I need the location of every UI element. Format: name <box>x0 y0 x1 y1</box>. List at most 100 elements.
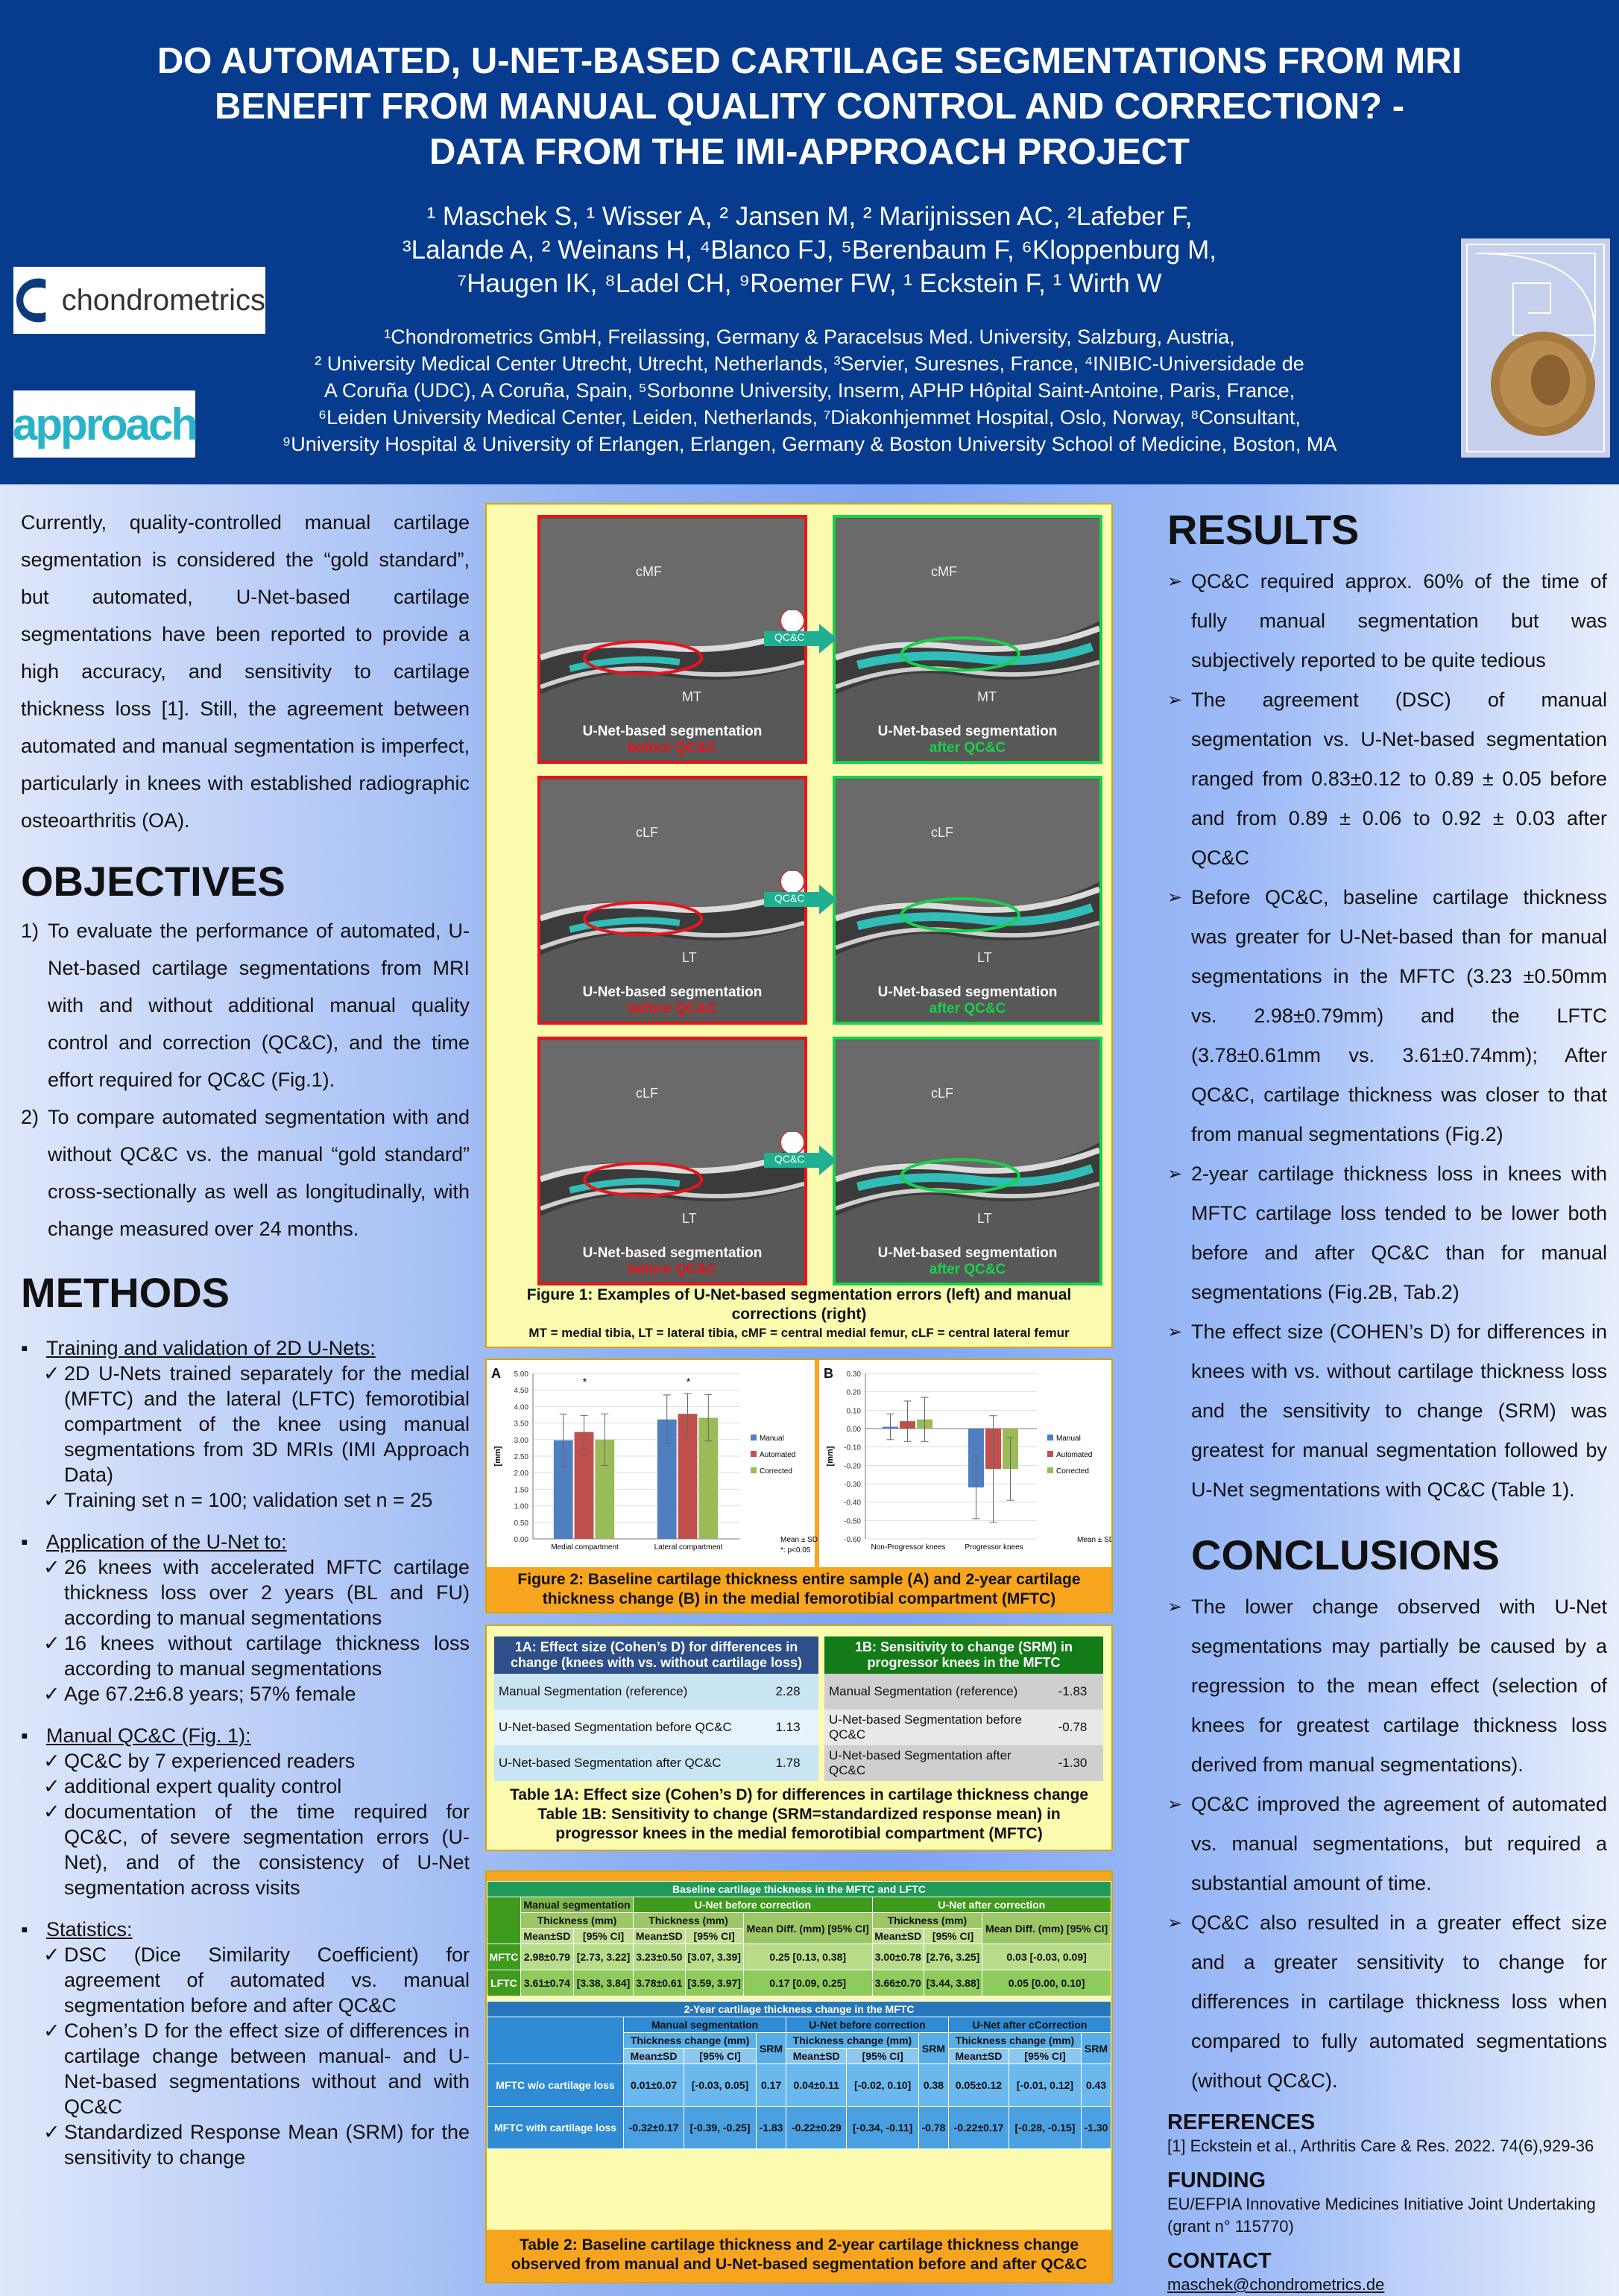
table-cell: Manual Segmentation (reference) <box>499 1684 688 1698</box>
table-row: Manual Segmentation (reference) -1.83 <box>824 1674 1103 1710</box>
left-column: Currently, quality-controlled manual car… <box>21 504 470 2170</box>
table-cell: 3.61±0.74 <box>520 1970 574 1996</box>
table-cell: -0.22±0.29 <box>785 2106 848 2149</box>
x-tick-label: Progressor knees <box>965 1543 1023 1552</box>
legend-label: Corrected <box>760 1467 792 1476</box>
qcc-arrow: QC&C <box>764 608 839 662</box>
table-cell: [-0.03, 0.05] <box>684 2063 757 2107</box>
table-cell: 0.01±0.07 <box>623 2063 685 2107</box>
legend-label: Manual <box>760 1435 784 1443</box>
table-1a: 1A: Effect size (Cohen’s D) for differen… <box>494 1636 818 1781</box>
table-1-caption: Table 1A: Effect size (Cohen’s D) for di… <box>509 1786 1089 1842</box>
panel-label: B <box>824 1366 833 1381</box>
y-tick-label: -0.40 <box>844 1499 861 1508</box>
y-tick-label: -0.20 <box>844 1462 861 1470</box>
figure-2-caption: Figure 2: Baseline cartilage thickness e… <box>487 1567 1111 1612</box>
y-tick-label: 5.00 <box>514 1370 529 1379</box>
table-cell: 0.05 [0.00, 0.10] <box>982 1970 1111 1996</box>
anatomy-label: LT <box>682 950 697 965</box>
methods-list: Training and validation of 2D U-Nets: 2D… <box>21 1335 470 2170</box>
table-cell: [-0.02, 0.10] <box>846 2063 919 2107</box>
table-cell: [3.38, 3.84] <box>572 1970 634 1996</box>
table-cell: U-Net-based Segmentation after QC&C <box>829 1748 1012 1777</box>
arrow-label: QC&C <box>774 1153 805 1165</box>
y-tick-label: 1.00 <box>514 1503 529 1511</box>
anatomy-label: cLF <box>931 825 954 840</box>
mri-image <box>836 1040 1099 1283</box>
x-tick-label: Lateral compartment <box>654 1543 723 1552</box>
contact-email[interactable]: maschek@chondrometrics.de <box>1167 2275 1385 2294</box>
legend-label: Corrected <box>1056 1467 1089 1476</box>
panel-caption: U-Net-based segmentation <box>877 1245 1058 1261</box>
list-item: documentation of the time required for Q… <box>21 1799 470 1900</box>
legend-swatch <box>751 1435 757 1440</box>
y-tick-label: 2.50 <box>514 1453 529 1461</box>
mri-image <box>540 518 804 761</box>
y-axis-label: [mm] <box>493 1446 502 1466</box>
table-row: U-Net-based Segmentation before QC&C-0.7… <box>824 1710 1103 1745</box>
list-item: QC&C improved the agreement of automated… <box>1167 1785 1607 1903</box>
panel-caption: U-Net-based segmentation <box>582 984 763 1000</box>
legend-swatch <box>751 1451 757 1457</box>
table-cell: 1.78 <box>775 1756 801 1770</box>
table-cell: Manual Segmentation (reference) <box>829 1684 1018 1698</box>
mri-image <box>540 1040 804 1283</box>
table-row: U-Net-based Segmentation after QC&C-1.30 <box>824 1745 1103 1781</box>
figure-1-caption: Figure 1: Examples of U-Net-based segmen… <box>526 1286 1072 1323</box>
anatomy-label: LT <box>682 1211 697 1226</box>
chondrometrics-logo: chondrometrics <box>13 267 265 334</box>
table-2-change: 2-Year cartilage thickness change in the… <box>487 2001 1111 2149</box>
anatomy-label: LT <box>977 1211 992 1226</box>
objectives-heading: OBJECTIVES <box>21 858 285 905</box>
legend-label: Automated <box>760 1451 795 1459</box>
x-tick-label: Medial compartment <box>551 1543 619 1552</box>
table-cell: 0.43 <box>1080 2063 1111 2107</box>
table-2: Baseline cartilage thickness in the MFTC… <box>485 1870 1113 2283</box>
figure-2-charts: A0.000.501.001.502.002.503.003.504.004.5… <box>491 1360 1114 1567</box>
list-item: QC&C by 7 experienced readers <box>21 1748 470 1774</box>
anatomy-label: MT <box>977 689 997 704</box>
list-item: Training set n = 100; validation set n =… <box>21 1487 470 1513</box>
panel-status: before QC&C <box>628 1262 717 1277</box>
table-cell: -0.78 <box>918 2106 949 2149</box>
contact-heading: CONTACT <box>1167 2249 1272 2273</box>
qcc-arrow: QC&C <box>764 869 839 923</box>
legend-swatch <box>751 1467 757 1473</box>
y-tick-label: 3.50 <box>514 1420 529 1429</box>
table-cell: [2.73, 3.22] <box>572 1944 634 1970</box>
methods-section: Training and validation of 2D U-Nets: <box>21 1335 470 1361</box>
table-cell: [-0.39, -0.25] <box>684 2106 757 2149</box>
table-cell: [2.76, 3.25] <box>923 1944 983 1970</box>
list-item: Standardized Response Mean (SRM) for the… <box>21 2119 470 2170</box>
panel-status: after QC&C <box>929 1262 1006 1277</box>
table-cell: 1.13 <box>775 1720 801 1734</box>
table-cell: 0.38 <box>918 2063 949 2107</box>
anatomy-label: cMF <box>931 564 957 579</box>
chondrometrics-logo-icon <box>16 278 46 323</box>
mri-image <box>540 779 804 1022</box>
y-tick-label: 0.30 <box>847 1370 862 1379</box>
table-2-baseline: Baseline cartilage thickness in the MFTC… <box>487 1881 1111 1996</box>
affiliations: ¹Chondrometrics GmbH, Freilassing, Germa… <box>282 326 1337 455</box>
mri-image <box>836 779 1099 1022</box>
conclusions-heading: CONCLUSIONS <box>1191 1531 1500 1578</box>
y-tick-label: -0.10 <box>844 1444 861 1452</box>
table-cell: -1.83 <box>756 2106 786 2149</box>
y-tick-label: -0.50 <box>844 1517 861 1525</box>
significance-star: * <box>687 1376 691 1388</box>
table-cell: 0.05±0.12 <box>947 2063 1009 2107</box>
results-heading: RESULTS <box>1167 506 1360 553</box>
results-list: QC&C required approx. 60% of the time of… <box>1167 562 1607 1510</box>
arrow-right-icon <box>764 1130 837 1175</box>
table-cell: -1.83 <box>1058 1684 1088 1698</box>
anatomy-label: cLF <box>931 1086 954 1101</box>
panel-status: before QC&C <box>628 1001 717 1016</box>
methods-section: Statistics: <box>21 1917 470 1942</box>
